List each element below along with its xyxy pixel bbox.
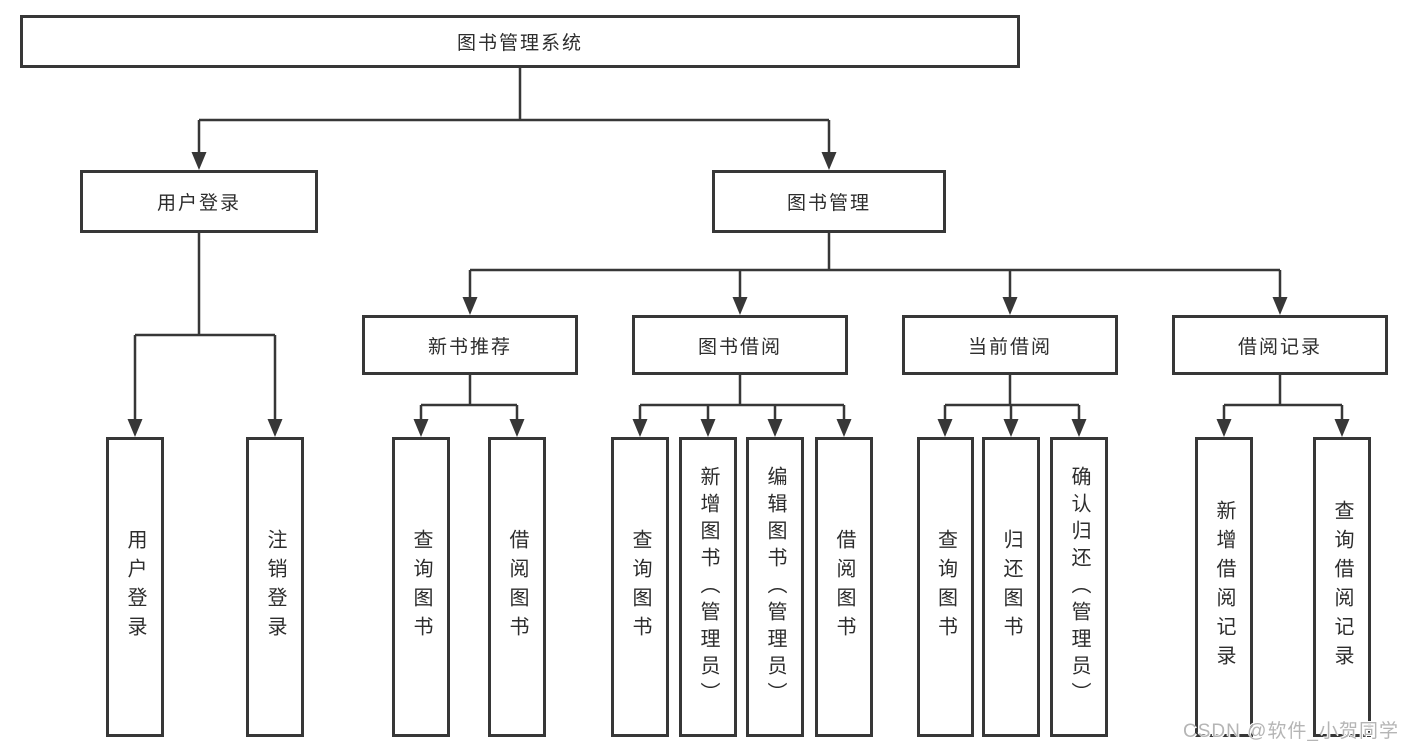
leaf-user-login: 用户登录 bbox=[106, 437, 164, 737]
leaf-query-books-borrowing: 查询图书 bbox=[611, 437, 669, 737]
arrow-down-icons bbox=[127, 152, 1350, 437]
node-label: 查询借阅记录 bbox=[1331, 500, 1353, 674]
node-book-management-branch: 图书管理 bbox=[712, 170, 946, 233]
node-label: 归还图书 bbox=[1000, 529, 1022, 645]
node-label: 查询图书 bbox=[629, 529, 651, 645]
node-label: 当前借阅 bbox=[967, 336, 1052, 358]
node-label: 借阅记录 bbox=[1237, 336, 1322, 358]
node-borrowing-records: 借阅记录 bbox=[1172, 315, 1388, 375]
node-label: 新书推荐 bbox=[427, 336, 512, 358]
node-label: 编辑图书（管理员） bbox=[764, 465, 786, 709]
node-user-login-branch: 用户登录 bbox=[80, 170, 318, 233]
node-current-borrowing: 当前借阅 bbox=[902, 315, 1118, 375]
leaf-borrow-books-recommend: 借阅图书 bbox=[488, 437, 546, 737]
leaf-return-books: 归还图书 bbox=[982, 437, 1040, 737]
leaf-query-borrow-record: 查询借阅记录 bbox=[1313, 437, 1371, 737]
node-label: 图书管理 bbox=[786, 193, 871, 214]
leaf-add-book-admin: 新增图书（管理员） bbox=[679, 437, 737, 737]
node-label: 新增借阅记录 bbox=[1213, 500, 1235, 674]
leaf-borrow-books: 借阅图书 bbox=[815, 437, 873, 737]
node-label: 新增图书（管理员） bbox=[697, 465, 719, 709]
node-label: 用户登录 bbox=[156, 193, 241, 214]
node-book-borrowing: 图书借阅 bbox=[632, 315, 848, 375]
node-label: 借阅图书 bbox=[506, 529, 528, 645]
node-label: 借阅图书 bbox=[833, 529, 855, 645]
leaf-query-books-current: 查询图书 bbox=[917, 437, 974, 737]
node-label: 确认归还（管理员） bbox=[1068, 465, 1090, 709]
node-label: 查询图书 bbox=[410, 529, 432, 645]
node-label: 注销登录 bbox=[264, 529, 286, 645]
leaf-edit-book-admin: 编辑图书（管理员） bbox=[746, 437, 804, 737]
node-label: 查询图书 bbox=[934, 529, 957, 645]
node-new-book-recommendation: 新书推荐 bbox=[362, 315, 578, 375]
node-label: 用户登录 bbox=[124, 529, 146, 645]
leaf-logout: 注销登录 bbox=[246, 437, 304, 737]
leaf-query-books-recommend: 查询图书 bbox=[392, 437, 450, 737]
leaf-add-borrow-record: 新增借阅记录 bbox=[1195, 437, 1253, 737]
csdn-watermark: CSDN @软件_小贺同学 bbox=[1183, 721, 1399, 742]
leaf-confirm-return-admin: 确认归还（管理员） bbox=[1050, 437, 1108, 737]
node-label: 图书管理系统 bbox=[456, 33, 583, 54]
node-library-management-system: 图书管理系统 bbox=[20, 15, 1020, 68]
node-label: 图书借阅 bbox=[697, 336, 782, 358]
